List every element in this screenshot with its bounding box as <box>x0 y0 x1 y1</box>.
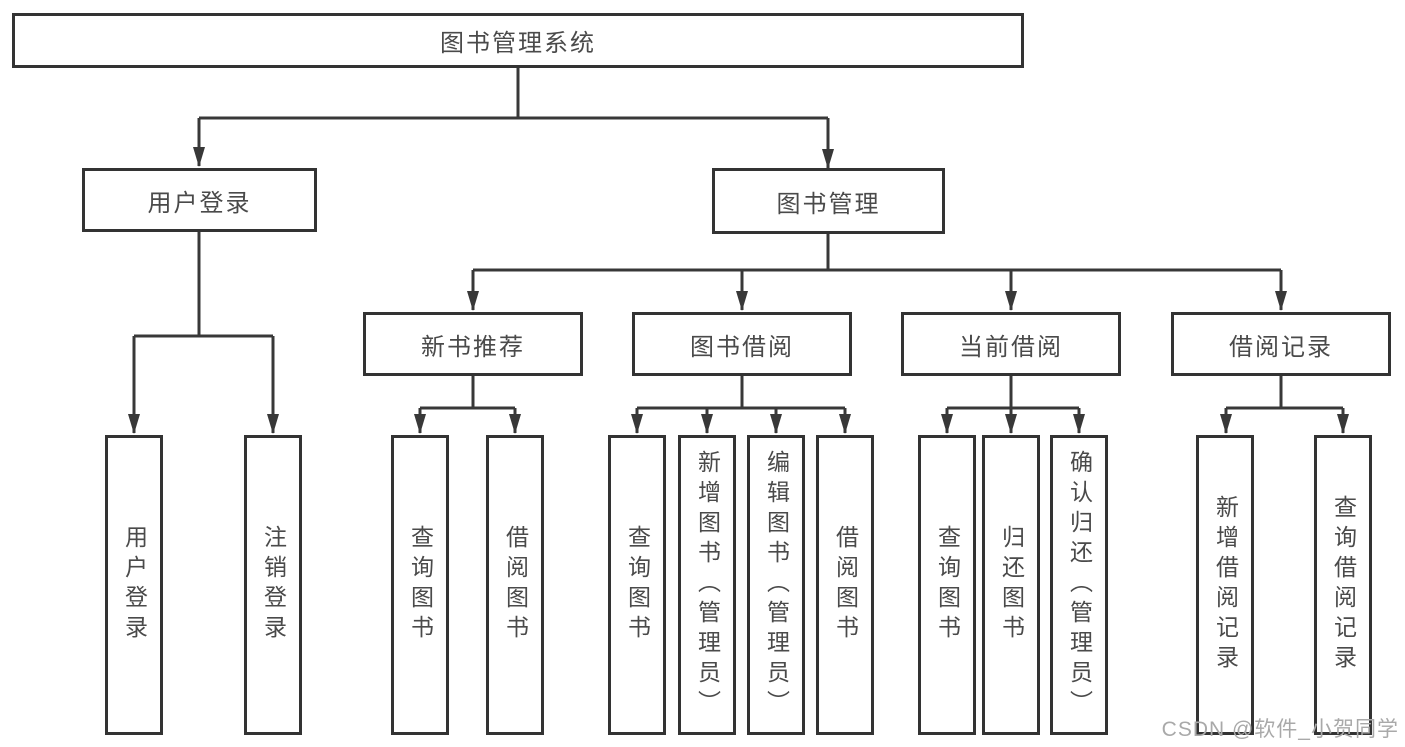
node-label: 注销登录 <box>260 525 287 645</box>
node-book-borrow: 图书借阅 <box>632 312 852 376</box>
node-label: 编辑图书（管理员） <box>763 450 790 720</box>
node-label: 查询图书 <box>934 525 961 645</box>
leaf-query-books-borrow: 查询图书 <box>608 435 666 735</box>
leaf-query-borrow-record: 查询借阅记录 <box>1314 435 1372 735</box>
node-label: 查询图书 <box>407 525 434 645</box>
node-label: 查询图书 <box>624 525 651 645</box>
node-label: 查询借阅记录 <box>1330 495 1357 675</box>
node-label: 新增图书（管理员） <box>694 450 721 720</box>
leaf-borrow-books: 借阅图书 <box>816 435 874 735</box>
node-library-management-system: 图书管理系统 <box>12 13 1024 68</box>
node-new-book-recommend: 新书推荐 <box>363 312 583 376</box>
node-label: 借阅记录 <box>1229 333 1333 361</box>
leaf-query-books-recommend: 查询图书 <box>391 435 449 735</box>
leaf-confirm-return-admin: 确认归还（管理员） <box>1050 435 1108 735</box>
leaf-edit-books-admin: 编辑图书（管理员） <box>747 435 805 735</box>
leaf-query-books-current: 查询图书 <box>918 435 976 735</box>
node-label: 用户登录 <box>147 189 252 217</box>
csdn-watermark: CSDN @软件_小贺同学 <box>1161 718 1399 741</box>
node-label: 借阅图书 <box>502 525 529 645</box>
leaf-borrow-books-recommend: 借阅图书 <box>486 435 544 735</box>
node-label: 图书管理系统 <box>440 30 596 57</box>
node-label: 归还图书 <box>998 525 1025 645</box>
leaf-add-books-admin: 新增图书（管理员） <box>678 435 736 735</box>
node-label: 图书借阅 <box>690 333 794 361</box>
leaf-return-books: 归还图书 <box>982 435 1040 735</box>
node-label: 当前借阅 <box>959 333 1063 361</box>
leaf-add-borrow-record: 新增借阅记录 <box>1196 435 1254 735</box>
leaf-logout: 注销登录 <box>244 435 302 735</box>
node-borrow-records: 借阅记录 <box>1171 312 1391 376</box>
node-label: 图书管理 <box>776 190 881 218</box>
leaf-user-login: 用户登录 <box>105 435 163 735</box>
node-current-borrow: 当前借阅 <box>901 312 1121 376</box>
node-label: 借阅图书 <box>832 525 859 645</box>
node-label: 确认归还（管理员） <box>1066 450 1093 720</box>
node-label: 新书推荐 <box>421 333 525 361</box>
node-book-management: 图书管理 <box>712 168 945 234</box>
node-label: 新增借阅记录 <box>1212 495 1239 675</box>
node-label: 用户登录 <box>121 525 148 645</box>
node-user-login: 用户登录 <box>82 168 317 232</box>
